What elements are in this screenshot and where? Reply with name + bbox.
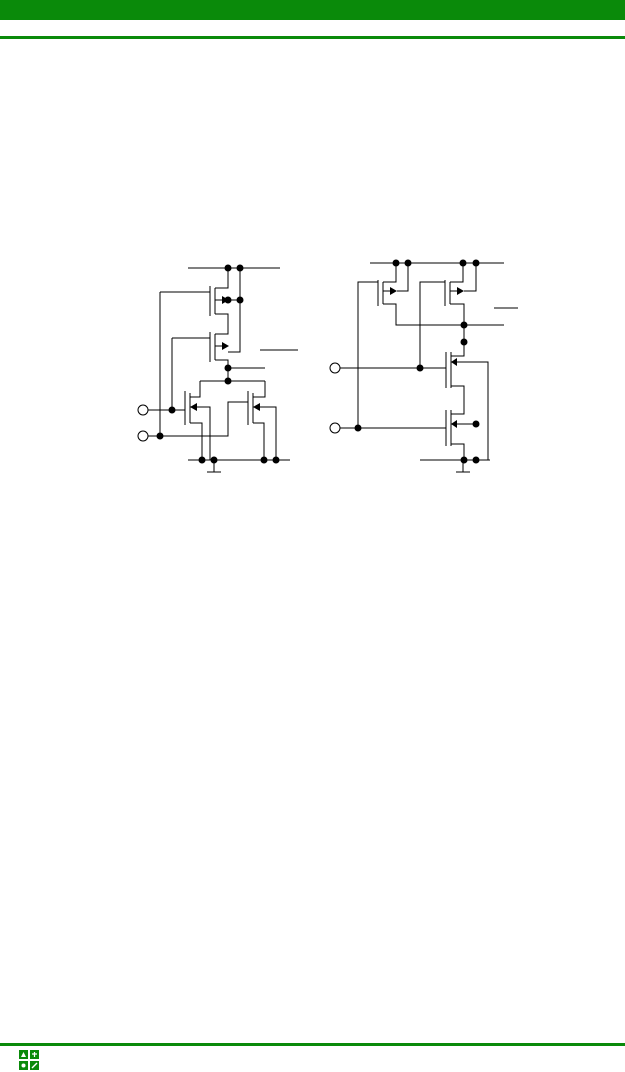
right-pmos-b	[419, 263, 477, 368]
right-pmos-a	[357, 263, 464, 428]
left-circuit	[137, 264, 298, 473]
right-nmos-lower	[445, 402, 476, 460]
right-input-a-terminal	[329, 362, 341, 374]
left-input-b-terminal	[137, 430, 149, 442]
left-nmos-b	[247, 381, 277, 460]
footer-rule	[0, 1043, 625, 1046]
left-input-b-wire	[148, 292, 161, 437]
header-rule	[0, 36, 625, 39]
left-input-a-terminal	[137, 404, 149, 416]
right-input-b-terminal	[329, 422, 341, 434]
left-nmos-a	[184, 381, 211, 460]
left-pmos-lower	[172, 322, 229, 368]
header-bar	[0, 0, 625, 20]
university-logo-icon	[18, 1049, 40, 1071]
right-nmos-upper	[445, 342, 489, 460]
left-pmos-upper	[160, 268, 240, 322]
right-circuit	[329, 259, 518, 473]
